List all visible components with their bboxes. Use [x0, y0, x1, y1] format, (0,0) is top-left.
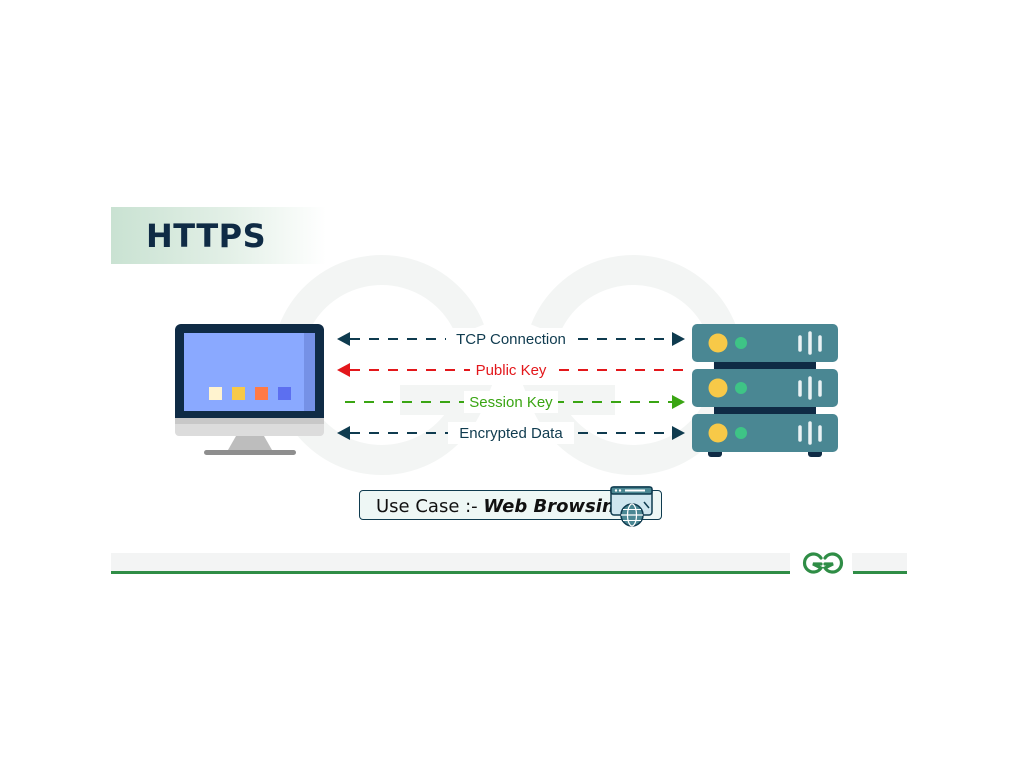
use-case-text: Use Case :- Web Browsing — [376, 496, 628, 517]
server-rack-icon — [692, 324, 838, 457]
arrow-label-public-key: Public Key — [476, 362, 547, 379]
arrow-label-tcp-connection: TCP Connection — [456, 331, 566, 348]
use-case-prefix: Use Case :- — [376, 496, 484, 517]
page-title: HTTPS — [146, 217, 267, 255]
server-unit — [692, 324, 838, 362]
arrow-label-encrypted-data: Encrypted Data — [459, 425, 563, 442]
arrow-session-key: Session Key — [345, 391, 685, 413]
use-case-value: Web Browsing — [483, 496, 628, 517]
arrow-encrypted-data: Encrypted Data — [337, 422, 685, 444]
web-browser-globe-icon — [610, 486, 653, 527]
desktop-monitor-icon — [175, 324, 324, 455]
arrow-label-session-key: Session Key — [469, 394, 553, 411]
footer-band — [111, 553, 907, 572]
footer-line-left — [111, 571, 790, 574]
arrow-tcp-connection: TCP Connection — [337, 328, 685, 350]
server-unit — [692, 369, 838, 407]
server-unit — [692, 414, 838, 452]
title-band — [111, 207, 326, 264]
gfg-logo-icon — [802, 552, 844, 574]
footer-line-right — [853, 571, 907, 574]
arrow-public-key: Public Key — [337, 359, 685, 381]
